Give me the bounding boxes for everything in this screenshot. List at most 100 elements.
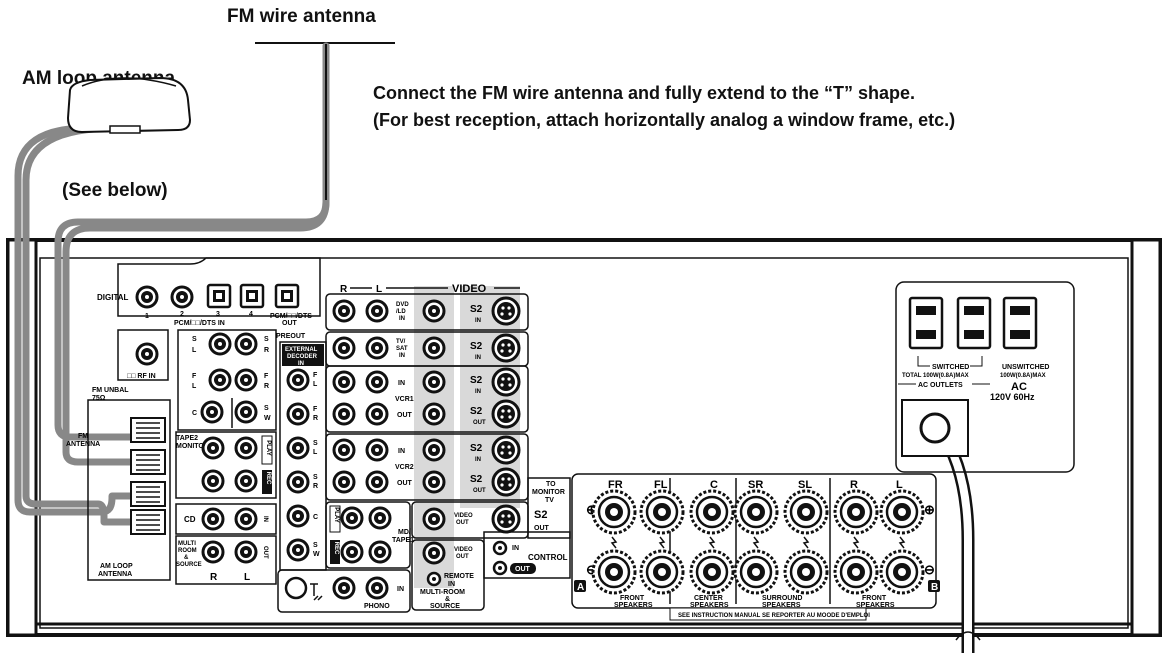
preout-subwoofer-jack[interactable]	[234, 400, 258, 424]
vcr2-out-l-jack[interactable]	[365, 470, 389, 494]
vcr1-video-in-jack[interactable]	[422, 370, 446, 394]
switched-outlet-2[interactable]	[956, 296, 992, 350]
digital-optical-jack-3[interactable]	[206, 283, 232, 309]
cd-r-jack[interactable]	[201, 507, 225, 531]
to-monitor-label-1: TO	[546, 481, 556, 488]
vcr2-video-in-jack[interactable]	[422, 438, 446, 462]
spk-b-l-plus-terminal[interactable]	[879, 489, 925, 535]
tvsat-audio-r-jack[interactable]	[332, 336, 356, 360]
vcr1-in-l-jack[interactable]	[365, 370, 389, 394]
digital-optical-jack-4[interactable]	[239, 283, 265, 309]
switched-outlet-1[interactable]	[908, 296, 944, 350]
dvd-svideo-jack[interactable]	[491, 296, 521, 326]
rf-in-jack[interactable]	[135, 342, 159, 366]
vcr1-video-out-jack[interactable]	[422, 402, 446, 426]
ext-decoder-sr-jack[interactable]	[286, 470, 310, 494]
spk-b-l-minus-terminal[interactable]	[879, 549, 925, 595]
digital-coax-jack-1[interactable]	[135, 285, 159, 309]
preout-front-r-jack[interactable]	[234, 368, 258, 392]
cd-l-jack[interactable]	[234, 507, 258, 531]
spk-fl-label: FL	[654, 479, 668, 491]
spk-c-minus-terminal[interactable]	[689, 549, 735, 595]
multiroom-source-label-2: &	[445, 596, 450, 603]
md-rec-l-jack[interactable]	[368, 540, 392, 564]
fm-antenna-terminal-1[interactable]	[130, 417, 166, 443]
tape2-play-r-jack[interactable]	[201, 436, 225, 460]
ext-decoder-fl-jack[interactable]	[286, 368, 310, 392]
md-rec-r-jack[interactable]	[340, 540, 364, 564]
vcr1-svideo-in-jack[interactable]	[491, 367, 521, 397]
spk-sl-plus-terminal[interactable]	[783, 489, 829, 535]
minus-icon-b: ⊖	[924, 562, 935, 577]
preout-front-l-jack[interactable]	[208, 368, 232, 392]
spk-fr-minus-terminal[interactable]	[591, 549, 637, 595]
vcr1-out-l-jack[interactable]	[365, 402, 389, 426]
phono-r-jack[interactable]	[332, 576, 356, 600]
am-antenna-terminal-2[interactable]	[130, 509, 166, 535]
vcr2-out-r-jack[interactable]	[332, 470, 356, 494]
spk-fl-minus-terminal[interactable]	[639, 549, 685, 595]
tvsat-svideo-jack[interactable]	[491, 333, 521, 363]
am-antenna-terminal-1[interactable]	[130, 481, 166, 507]
vcr1-svideo-out-jack[interactable]	[491, 399, 521, 429]
spk-fr-plus-terminal[interactable]	[591, 489, 637, 535]
spk-sr-minus-terminal[interactable]	[733, 549, 779, 595]
phono-ground-terminal[interactable]	[284, 576, 308, 600]
vcr2-in-l-jack[interactable]	[365, 438, 389, 462]
vcr2-in-r-jack[interactable]	[332, 438, 356, 462]
vcr1-s2-out-label: S2	[470, 406, 483, 417]
monitor-svideo-out-jack[interactable]	[491, 504, 521, 534]
ext-decoder-c-jack[interactable]	[286, 504, 310, 528]
multi-room-l-jack[interactable]	[234, 540, 258, 564]
spk-b-r-plus-terminal[interactable]	[833, 489, 879, 535]
spk-sr-plus-terminal[interactable]	[733, 489, 779, 535]
ext-decoder-sl-jack[interactable]	[286, 436, 310, 460]
preout-sw-s-letter: S	[264, 405, 269, 412]
multiroom-video-out-jack[interactable]	[422, 541, 446, 565]
tvsat-audio-l-jack[interactable]	[365, 336, 389, 360]
digital-optical-out-jack[interactable]	[274, 283, 300, 309]
spk-sr-label: SR	[748, 479, 763, 491]
preout-surround-r-jack[interactable]	[234, 332, 258, 356]
preout-s-letter: S	[192, 336, 197, 343]
dvd-audio-r-jack[interactable]	[332, 299, 356, 323]
vcr2-s2-in-label: S2	[470, 443, 483, 454]
rf-in-label: □□ RF IN	[127, 373, 156, 380]
tape2-rec-r-jack[interactable]	[201, 469, 225, 493]
instruction-line-2: (For best reception, attach horizontally…	[373, 110, 956, 130]
am-loop-label-b: ANTENNA	[98, 571, 132, 578]
spk-fl-plus-terminal[interactable]	[639, 489, 685, 535]
vcr1-s2-out-sub: OUT	[473, 420, 486, 426]
preout-surround-l-jack[interactable]	[208, 332, 232, 356]
ir-out-label: OUT	[515, 566, 531, 573]
vcr2-svideo-in-jack[interactable]	[491, 435, 521, 465]
vcr1-out-r-jack[interactable]	[332, 402, 356, 426]
spk-sl-minus-terminal[interactable]	[783, 549, 829, 595]
tvsat-video-jack[interactable]	[422, 336, 446, 360]
dvd-video-jack[interactable]	[422, 299, 446, 323]
unswitched-outlet[interactable]	[1002, 296, 1038, 350]
tvsat-label-1: TV/	[396, 339, 406, 345]
spk-c-plus-terminal[interactable]	[689, 489, 735, 535]
md-play-l-jack[interactable]	[368, 506, 392, 530]
se-reporter-label: SE REPORTER AU MOODE D'EMPLOI	[762, 613, 870, 619]
vcr2-video-out-jack[interactable]	[422, 470, 446, 494]
dvd-audio-l-jack[interactable]	[365, 299, 389, 323]
ext-decoder-fr-jack[interactable]	[286, 402, 310, 426]
digital-coax-jack-2[interactable]	[170, 285, 194, 309]
md-play-label: PLAY	[333, 507, 339, 522]
multi-room-r-jack[interactable]	[201, 540, 225, 564]
spk-b-r-minus-terminal[interactable]	[833, 549, 879, 595]
surround-label-2: SPEAKERS	[762, 602, 801, 609]
phono-l-jack[interactable]	[365, 576, 389, 600]
tape2-rec-l-jack[interactable]	[234, 469, 258, 493]
multi-room-label-3: &	[184, 555, 189, 561]
vcr1-in-r-jack[interactable]	[332, 370, 356, 394]
tape2-play-l-jack[interactable]	[234, 436, 258, 460]
fm-antenna-terminal-2[interactable]	[130, 449, 166, 475]
monitor-video-out-jack[interactable]	[422, 507, 446, 531]
ext-decoder-sw-jack[interactable]	[286, 538, 310, 562]
md-play-r-jack[interactable]	[340, 506, 364, 530]
preout-center-jack[interactable]	[200, 400, 224, 424]
vcr2-svideo-out-jack[interactable]	[491, 467, 521, 497]
